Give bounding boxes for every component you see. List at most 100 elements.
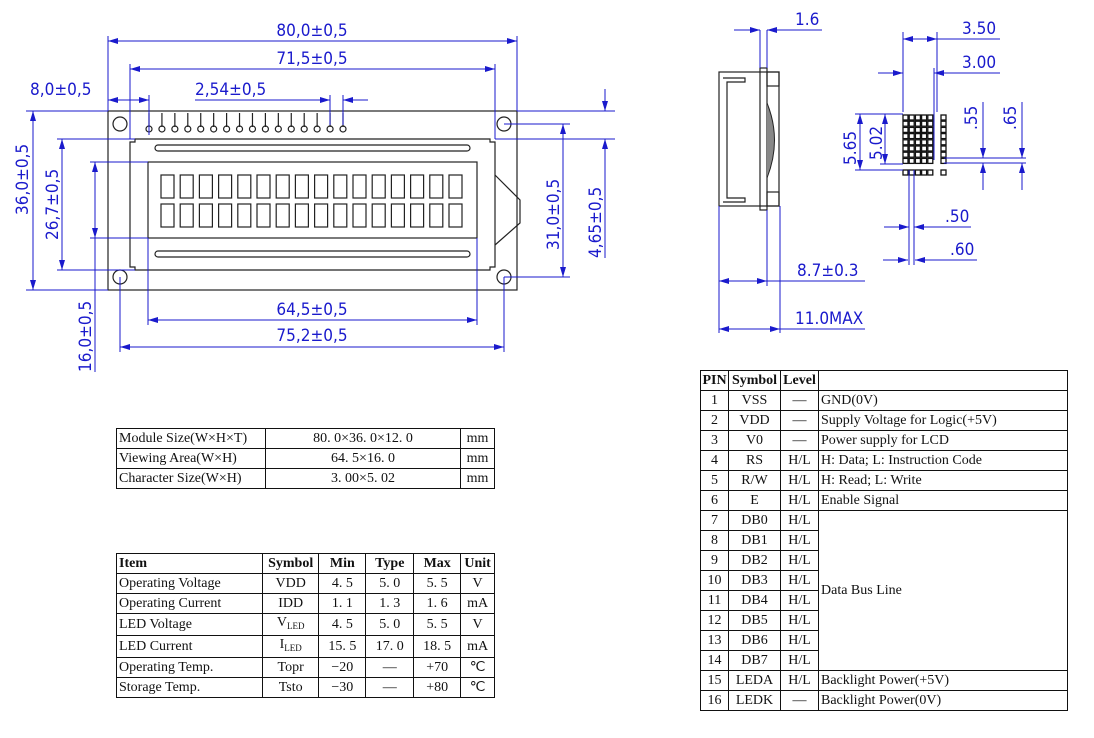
character-cell bbox=[352, 203, 367, 228]
type: 5. 0 bbox=[365, 613, 415, 636]
dim-pin1-offset: 8,0±0,5 bbox=[30, 80, 91, 100]
row-unit: mm bbox=[460, 468, 495, 489]
max: 18. 5 bbox=[413, 635, 462, 658]
dim-char-height: 5.02 bbox=[867, 126, 887, 160]
pin-level: — bbox=[780, 390, 819, 411]
character-cell bbox=[160, 203, 175, 228]
dim-char-pitch-width: 3.50 bbox=[962, 19, 996, 39]
dim-dot-pitch-width: .60 bbox=[950, 240, 974, 260]
pin-symbol: RS bbox=[728, 450, 781, 471]
dim-body-thickness: 8.7±0.3 bbox=[797, 261, 858, 281]
pcb-outline bbox=[107, 110, 518, 291]
dim-dot-width: .50 bbox=[945, 207, 969, 227]
pixel-dot bbox=[940, 139, 947, 146]
pixel-dot bbox=[902, 120, 909, 127]
character-cell bbox=[198, 174, 213, 199]
pin bbox=[184, 113, 192, 133]
type: 17. 0 bbox=[365, 635, 415, 658]
dim-overall-width: 80,0±0,5 bbox=[276, 21, 347, 41]
pin-level: H/L bbox=[780, 570, 819, 591]
pin-number: 2 bbox=[700, 410, 729, 431]
pin-number: 3 bbox=[700, 430, 729, 451]
table-row: Operating Temp.Topr−20—+70℃ bbox=[116, 657, 495, 678]
backlight-tab bbox=[494, 174, 521, 246]
symbol-subscript: LED bbox=[286, 621, 305, 631]
character-cell bbox=[237, 203, 252, 228]
pin bbox=[223, 113, 231, 133]
column-header: Symbol bbox=[261, 553, 320, 574]
pin bbox=[274, 113, 282, 133]
pixel-dot bbox=[914, 157, 922, 165]
pin-number: 4 bbox=[700, 450, 729, 471]
pin-number: 13 bbox=[700, 630, 729, 651]
unit: V bbox=[460, 613, 495, 636]
pin-number: 15 bbox=[700, 670, 729, 691]
pin-symbol: DB7 bbox=[728, 650, 781, 671]
column-header: Item bbox=[116, 553, 263, 574]
character-cell bbox=[198, 203, 213, 228]
pin-level: H/L bbox=[780, 630, 819, 651]
pixel-dot bbox=[908, 157, 915, 165]
character-cell bbox=[390, 203, 405, 228]
symbol-text: Topr bbox=[277, 660, 304, 675]
pin-description: H: Data; L: Instruction Code bbox=[818, 450, 1068, 471]
pin-level: H/L bbox=[780, 530, 819, 551]
pin bbox=[261, 113, 269, 133]
symbol-text: Tsto bbox=[278, 680, 303, 695]
pixel-dot bbox=[940, 169, 947, 176]
bezel-slot-top bbox=[154, 144, 471, 152]
symbol: ILED bbox=[261, 635, 320, 658]
viewing-area bbox=[147, 161, 478, 239]
symbol-text: V bbox=[276, 615, 287, 630]
pin-description: Data Bus Line bbox=[818, 510, 1068, 671]
dim-char-width: 3.00 bbox=[962, 53, 996, 73]
mounting-holes bbox=[112, 116, 512, 285]
pin-number: 12 bbox=[700, 610, 729, 631]
dim-bezel-height: 26,7±0,5 bbox=[43, 169, 63, 240]
pin-symbol: DB6 bbox=[728, 630, 781, 651]
pixel-dot bbox=[927, 139, 934, 146]
character-cell bbox=[256, 174, 271, 199]
pin-symbol: DB2 bbox=[728, 550, 781, 571]
pixel-dot bbox=[927, 145, 934, 152]
item: Operating Voltage bbox=[116, 573, 263, 594]
pixel-dot bbox=[927, 151, 934, 158]
pin-level: H/L bbox=[780, 470, 819, 491]
pixel-dot bbox=[914, 139, 922, 146]
character-cell bbox=[371, 203, 386, 228]
dim-dot-pitch-height: .65 bbox=[1001, 106, 1021, 130]
pin-number: 14 bbox=[700, 650, 729, 671]
item: LED Current bbox=[116, 635, 263, 658]
character-cell bbox=[237, 174, 252, 199]
pixel-dot bbox=[902, 132, 909, 140]
max: +70 bbox=[413, 657, 462, 678]
bezel-slot-bottom bbox=[154, 250, 471, 258]
row-value: 64. 5×16. 0 bbox=[265, 448, 461, 469]
pixel-dot bbox=[902, 145, 909, 152]
pixel-dot bbox=[902, 114, 909, 121]
pixel-dot bbox=[908, 120, 915, 127]
type: — bbox=[365, 677, 415, 698]
pixel-dot bbox=[902, 139, 909, 146]
pin-number: 5 bbox=[700, 470, 729, 491]
character-cell bbox=[275, 203, 290, 228]
dim-view-width: 64,5±0,5 bbox=[276, 300, 347, 320]
pixel-dot bbox=[920, 145, 928, 152]
pin-symbol: DB1 bbox=[728, 530, 781, 551]
pin bbox=[235, 113, 244, 133]
dim-max-thickness: 11.0MAX bbox=[795, 309, 863, 329]
